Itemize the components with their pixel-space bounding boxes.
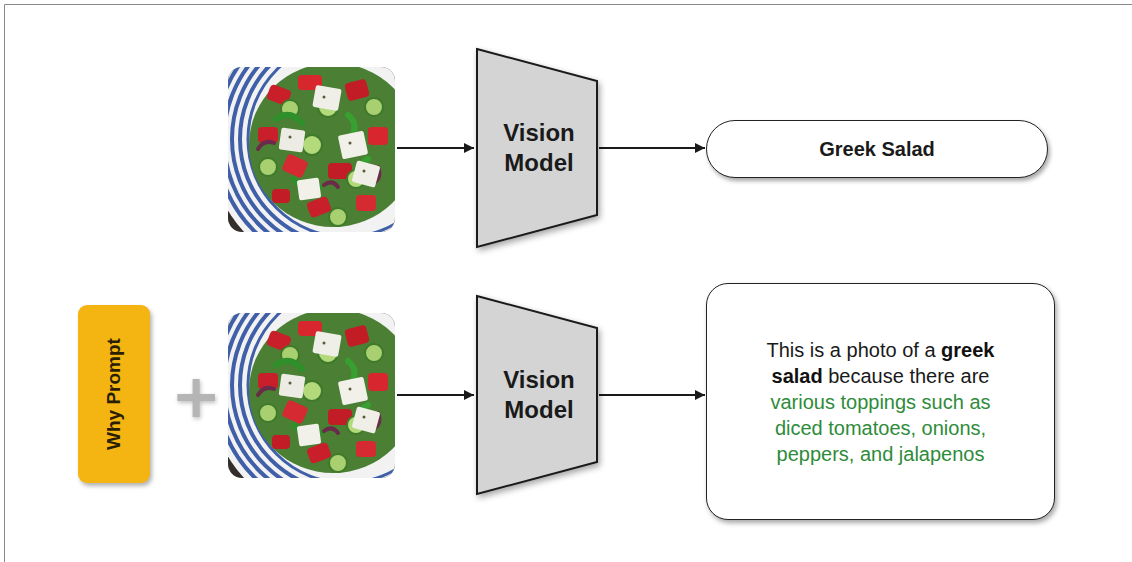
model-label: Vision Model <box>489 118 589 178</box>
evidence-text: various toppings such as diced tomatoes,… <box>770 391 990 465</box>
model-trapezoid: Vision Model <box>476 48 598 248</box>
frame-line <box>4 5 5 562</box>
flow-arrow <box>599 394 705 396</box>
output-label: Greek Salad <box>819 138 935 161</box>
input-arrow <box>397 394 474 396</box>
output-pill: Greek Salad <box>706 120 1048 178</box>
explanation-box: This is a photo of a greek salad because… <box>706 283 1055 520</box>
trapezoid-shape <box>477 296 597 494</box>
plus-sign: + <box>171 366 221 426</box>
input-arrow <box>397 147 474 149</box>
trapezoid-outline <box>476 295 598 495</box>
explanation-phrase: because there are <box>828 365 989 387</box>
model-label: Vision Model <box>489 365 589 425</box>
prompt-label: Why Prompt <box>103 338 125 450</box>
frame-line <box>5 4 1132 5</box>
explanation-text: This is a photo of a greek salad because… <box>763 337 998 467</box>
salad-photo <box>208 1 484 277</box>
flow-arrow <box>599 147 705 149</box>
explanation-phrase: This is a photo of a <box>767 339 936 361</box>
model-trapezoid: Vision Model <box>476 295 598 495</box>
prompt-tag: Why Prompt <box>78 305 150 483</box>
trapezoid-shape <box>477 49 597 247</box>
trapezoid-outline <box>476 48 598 248</box>
salad-photo <box>208 247 484 523</box>
